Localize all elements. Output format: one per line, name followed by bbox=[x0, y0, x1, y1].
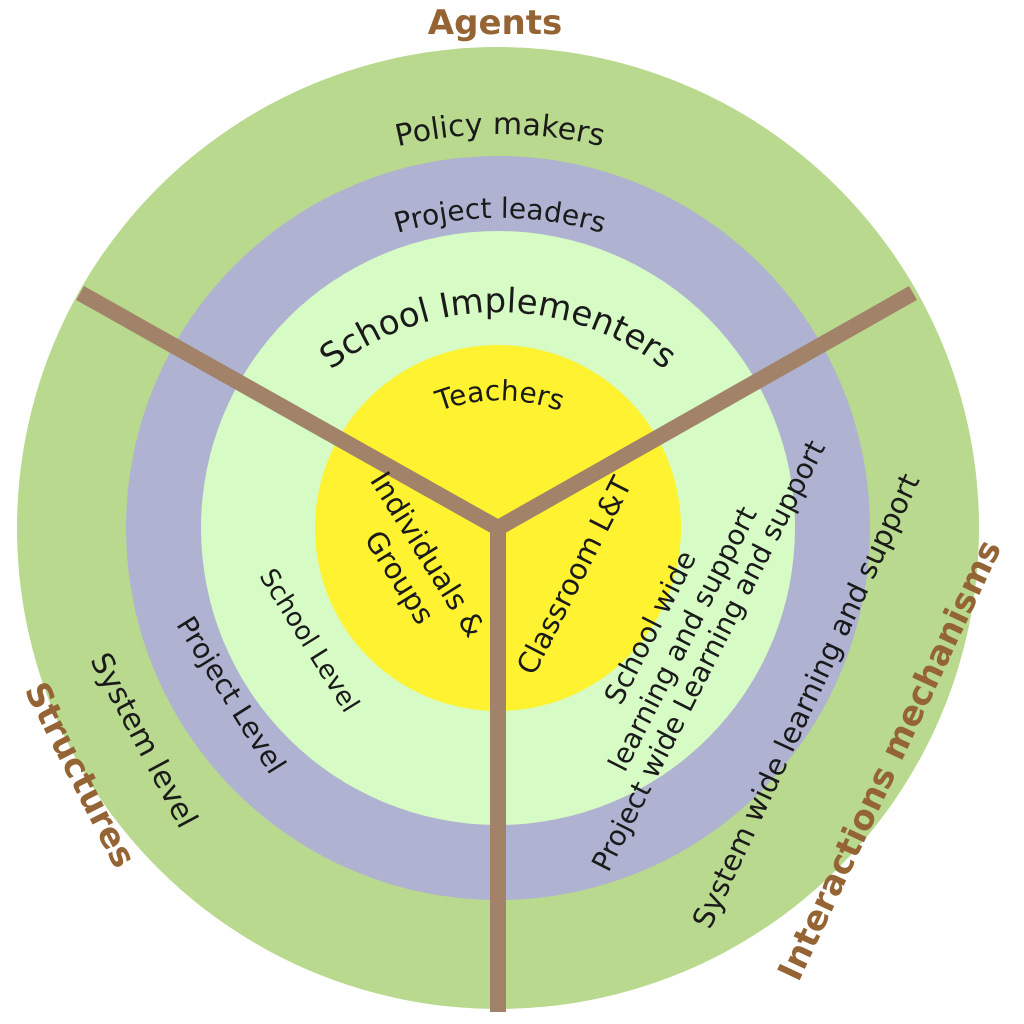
agents-heading-text: Agents bbox=[428, 3, 562, 43]
sector-dividers bbox=[76, 286, 917, 1012]
divider-upper-right bbox=[494, 286, 917, 535]
divider-upper-left bbox=[76, 286, 502, 535]
category-agents-label: Agents bbox=[428, 3, 562, 43]
